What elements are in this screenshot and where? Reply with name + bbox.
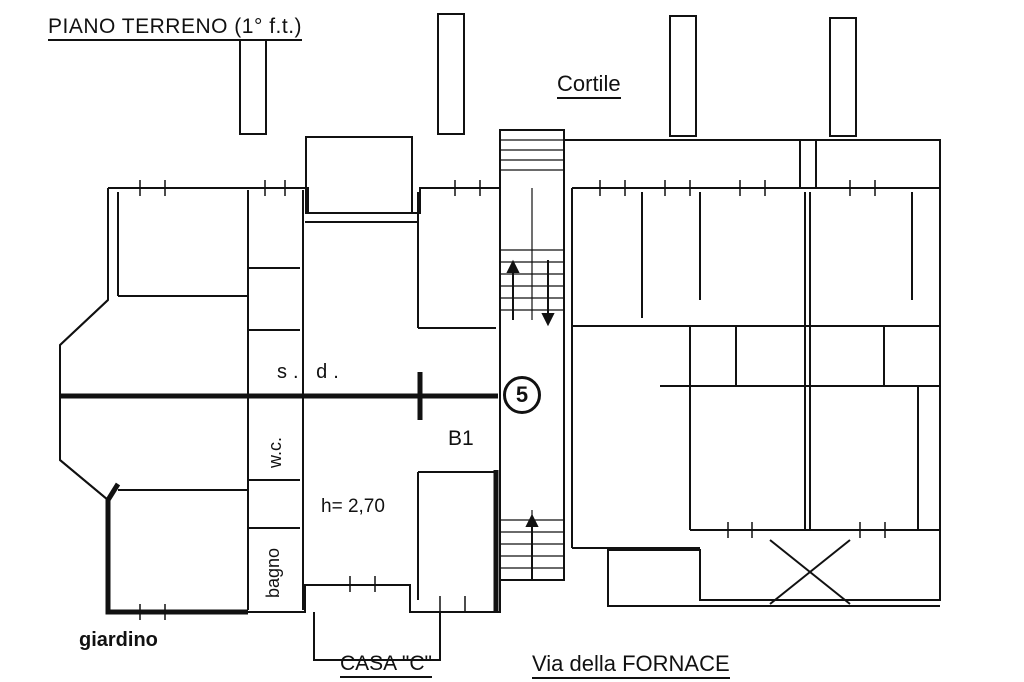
bay-window: [59, 299, 109, 501]
room-label-sd: s. d.: [277, 361, 345, 383]
top-annex: [305, 136, 413, 214]
right-building-outline: [564, 139, 941, 607]
room-label-b1: B1: [448, 427, 474, 450]
plan-title: PIANO TERRENO (1° f.t.): [48, 16, 303, 41]
casa-c-boundary: [313, 612, 441, 661]
room-label-bagno: bagno: [263, 547, 283, 598]
building-label: CASA "C": [340, 653, 432, 678]
garden-label: giardino: [79, 629, 158, 651]
chimney-2: [437, 13, 465, 135]
room-label-wc: w.c.: [265, 436, 285, 468]
street-label: Via della FORNACE: [532, 653, 730, 679]
courtyard-label: Cortile: [557, 73, 621, 99]
ceiling-height-label: h= 2,70: [321, 496, 385, 517]
entrance-x-2: [769, 539, 851, 605]
chimney-4: [829, 17, 857, 137]
chimney-1: [239, 39, 267, 135]
stair-number-badge: 5: [503, 376, 541, 414]
chimney-3: [669, 15, 697, 137]
